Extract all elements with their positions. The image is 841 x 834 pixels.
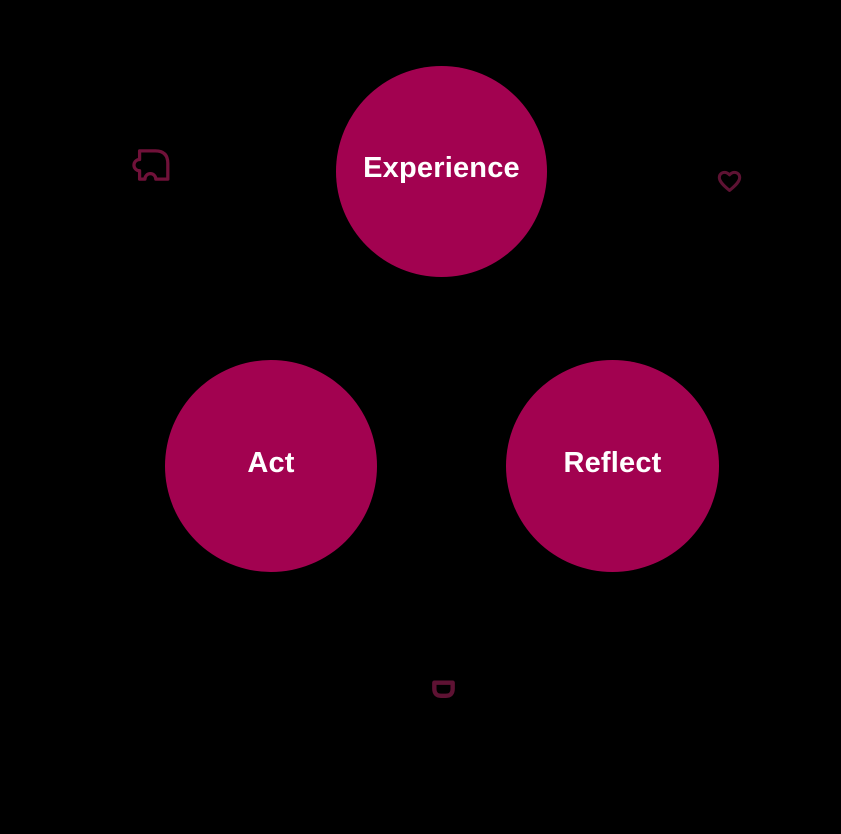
heart-icon-path bbox=[717, 170, 742, 192]
puzzle-icon bbox=[132, 149, 170, 181]
lightbulb-base-icon bbox=[432, 680, 455, 698]
node-act-label: Act bbox=[247, 446, 295, 479]
heart-icon bbox=[717, 170, 742, 192]
node-experience: Experience bbox=[336, 66, 547, 277]
lightbulb-base-icon-path bbox=[432, 680, 455, 698]
puzzle-icon-path bbox=[132, 149, 170, 181]
node-experience-label: Experience bbox=[363, 152, 520, 184]
node-act: Act bbox=[165, 360, 377, 572]
node-reflect-label: Reflect bbox=[563, 446, 662, 479]
node-reflect: Reflect bbox=[506, 360, 719, 572]
